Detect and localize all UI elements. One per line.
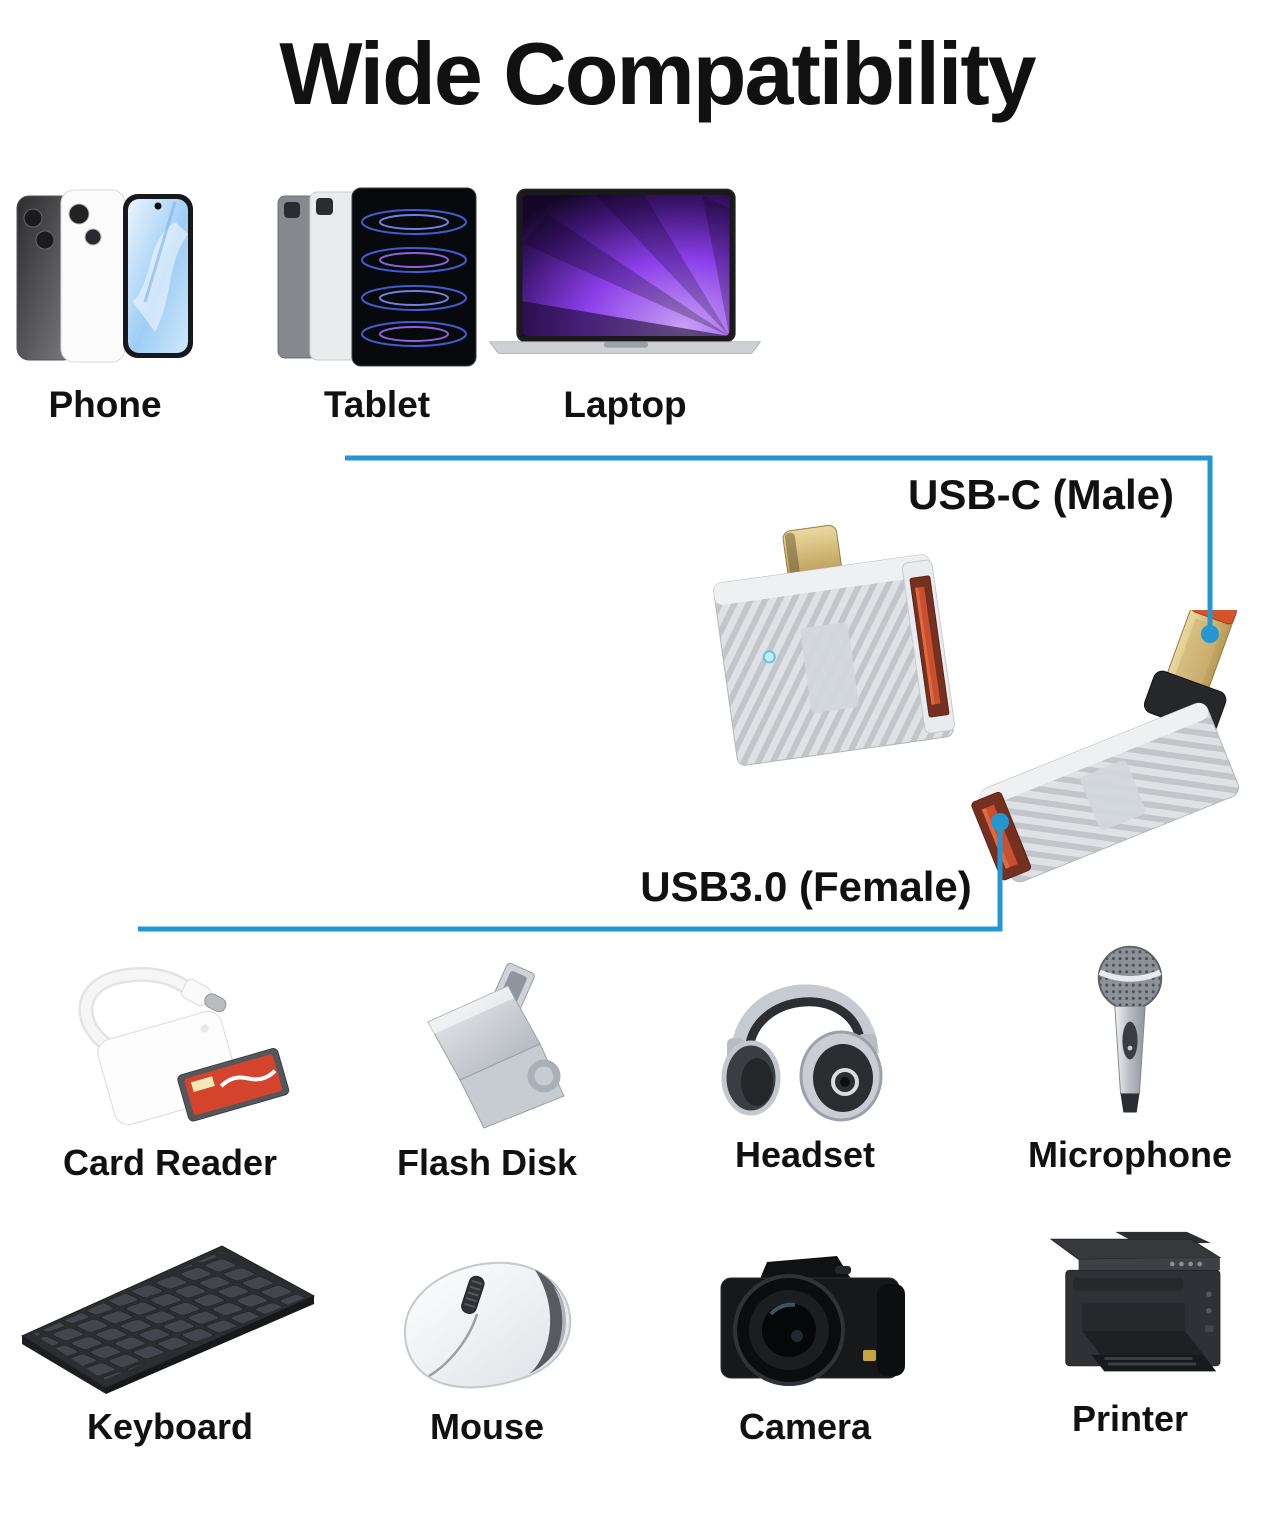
peripheral-printer: Printer [970, 1230, 1274, 1438]
page-title: Wide Compatibility [279, 24, 1036, 123]
laptop-image [480, 182, 770, 374]
phone-illustration [16, 189, 193, 363]
card-reader-image [10, 958, 330, 1130]
camera-illustration [720, 1256, 905, 1386]
host-label: Laptop [563, 384, 687, 425]
host-label: Tablet [323, 384, 431, 425]
host-tablet: Tablet [262, 182, 492, 425]
peripheral-keyboard: Keyboard [10, 1238, 330, 1446]
peripheral-mouse: Mouse [327, 1238, 647, 1446]
laptop-illustration [488, 188, 762, 354]
microphone-image [970, 945, 1274, 1122]
usb3-female-label: USB3.0 (Female) [640, 863, 972, 910]
printer-image [970, 1230, 1274, 1386]
peripheral-flash-disk: Flash Disk [327, 958, 647, 1182]
headset-illustration [721, 984, 883, 1122]
headset-image [645, 950, 965, 1122]
host-laptop: Laptop [480, 182, 770, 425]
phone-image [0, 182, 210, 374]
peripheral-label: Printer [1071, 1398, 1189, 1439]
flash-disk-image [327, 958, 647, 1130]
peripheral-label: Camera [738, 1406, 872, 1447]
printer-illustration [1049, 1231, 1222, 1372]
mouse-illustration [403, 1261, 572, 1389]
microphone-illustration [1097, 945, 1163, 1113]
tablet-illustration [277, 187, 477, 367]
keyboard-illustration [20, 1245, 316, 1394]
peripheral-label: Microphone [1028, 1134, 1232, 1175]
peripheral-label: Mouse [429, 1406, 544, 1447]
keyboard-image [10, 1238, 330, 1394]
host-label: Phone [48, 384, 162, 425]
tablet-image [262, 182, 492, 374]
flash-disk-illustration [427, 962, 565, 1129]
camera-image [645, 1238, 965, 1394]
peripheral-microphone: Microphone [970, 945, 1274, 1175]
usb-c-male-label: USB-C (Male) [907, 471, 1174, 518]
adapter-front-image [713, 524, 956, 766]
peripheral-label: Headset [734, 1134, 876, 1175]
peripheral-label: Flash Disk [396, 1142, 578, 1183]
card-reader-illustration [78, 966, 290, 1126]
peripheral-camera: Camera [645, 1238, 965, 1446]
peripheral-card-reader: Card Reader [10, 958, 330, 1182]
mouse-image [327, 1238, 647, 1394]
peripheral-label: Card Reader [62, 1142, 278, 1183]
peripheral-headset: Headset [645, 950, 965, 1174]
adapter-angled-image [971, 610, 1240, 883]
host-phone: Phone [0, 182, 210, 425]
peripheral-label: Keyboard [86, 1406, 254, 1447]
